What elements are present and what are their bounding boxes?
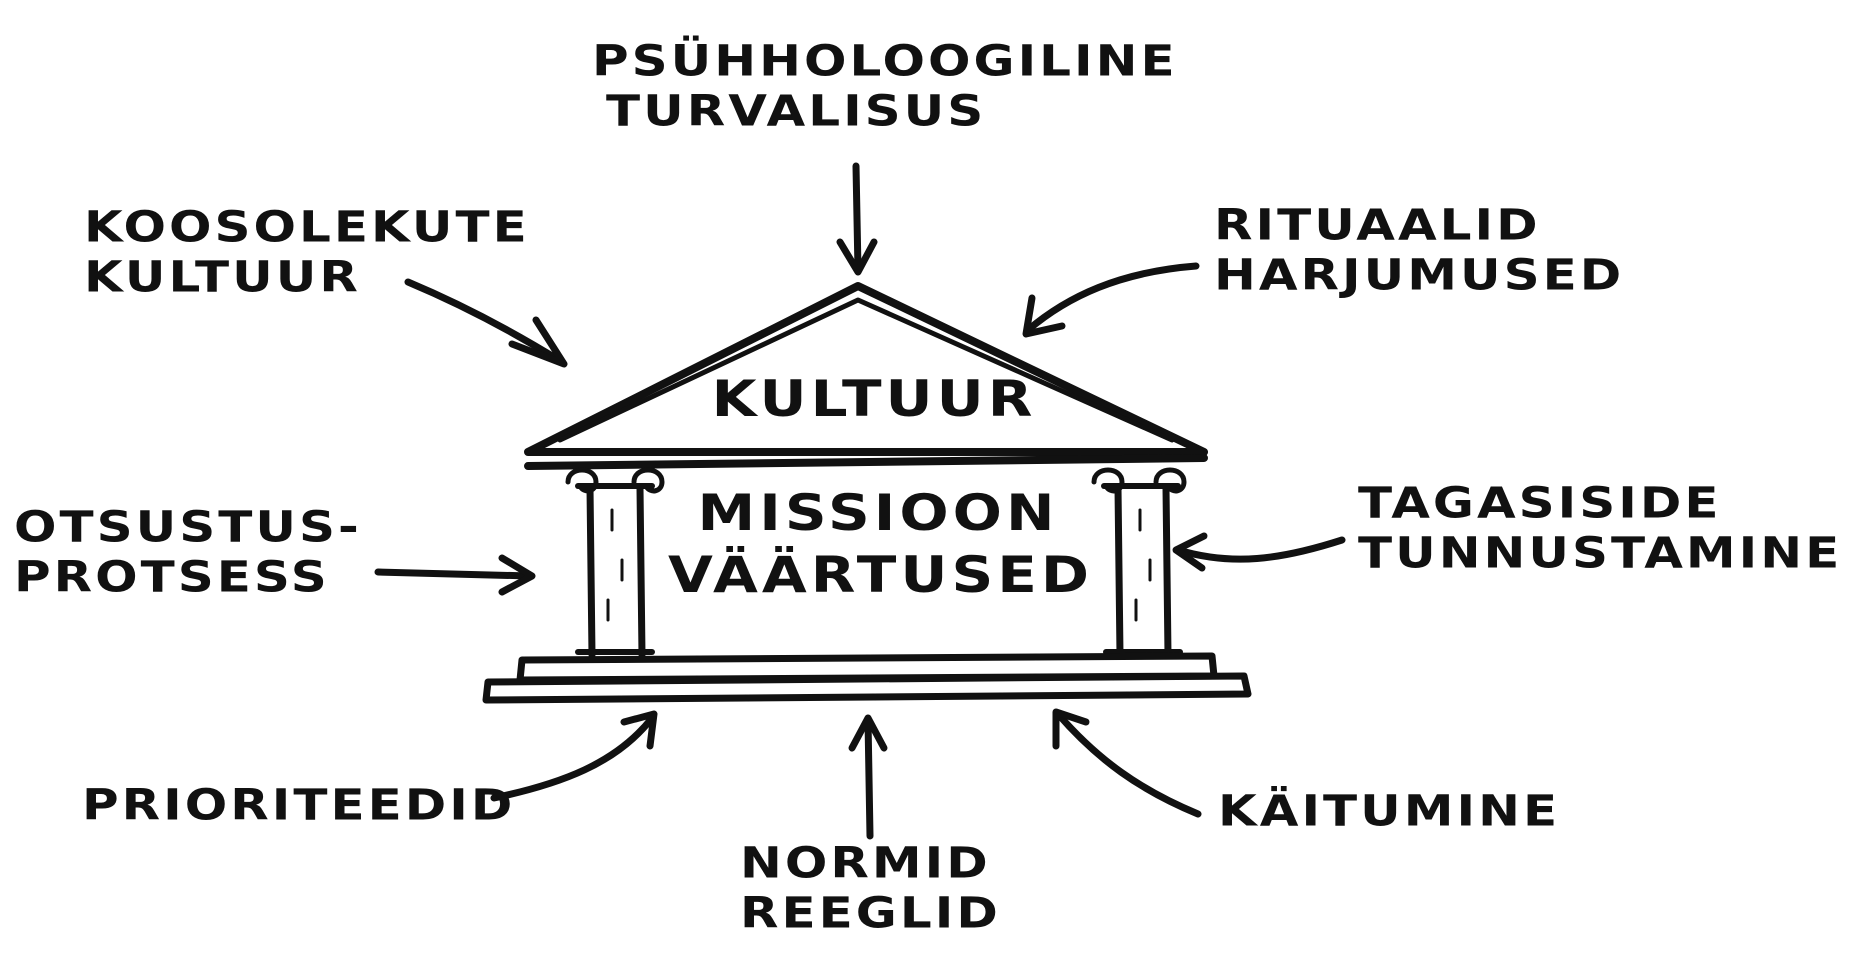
label-kaitumine: KÄITUMINE xyxy=(1218,786,1561,836)
roof-label: KULTUUR xyxy=(711,369,1037,429)
label-normid-reeglid: NORMID REEGLID xyxy=(740,838,1001,938)
arrow-psyhholoogiline xyxy=(836,162,878,276)
temple-base xyxy=(482,652,1252,704)
values-text: VÄÄRTUSED xyxy=(668,545,1093,605)
label-rituaalid-harjumused: RITUAALID HARJUMUSED xyxy=(1214,200,1625,300)
right-column xyxy=(1091,467,1187,659)
arrow-tagasiside xyxy=(1172,532,1346,572)
arrow-rituaalid xyxy=(1022,262,1200,338)
arrow-kaitumine xyxy=(1052,708,1202,818)
arrow-normid xyxy=(848,714,888,840)
temple-roof xyxy=(524,282,1208,470)
arrow-prioriteedid xyxy=(490,710,658,802)
mission-text: MISSIOON xyxy=(697,483,1059,543)
label-koosolekute-kultuur: KOOSOLEKUTE KULTUUR xyxy=(84,202,530,302)
temple-body-label: MISSIOON VÄÄRTUSED xyxy=(668,482,1093,606)
label-tagasiside-tunnustamine: TAGASISIDE TUNNUSTAMINE xyxy=(1358,478,1843,578)
label-otsustusprotsess: OTSUSTUS- PROTSESS xyxy=(14,502,362,602)
arrow-otsustus xyxy=(374,554,536,596)
label-psyhholoogiline-turvalisus: PSÜHHOLOOGILINE TURVALISUS xyxy=(592,36,1178,136)
left-column xyxy=(565,467,665,659)
label-prioriteedid: PRIORITEEDID xyxy=(82,780,516,830)
arrow-koosolekute xyxy=(404,278,568,368)
